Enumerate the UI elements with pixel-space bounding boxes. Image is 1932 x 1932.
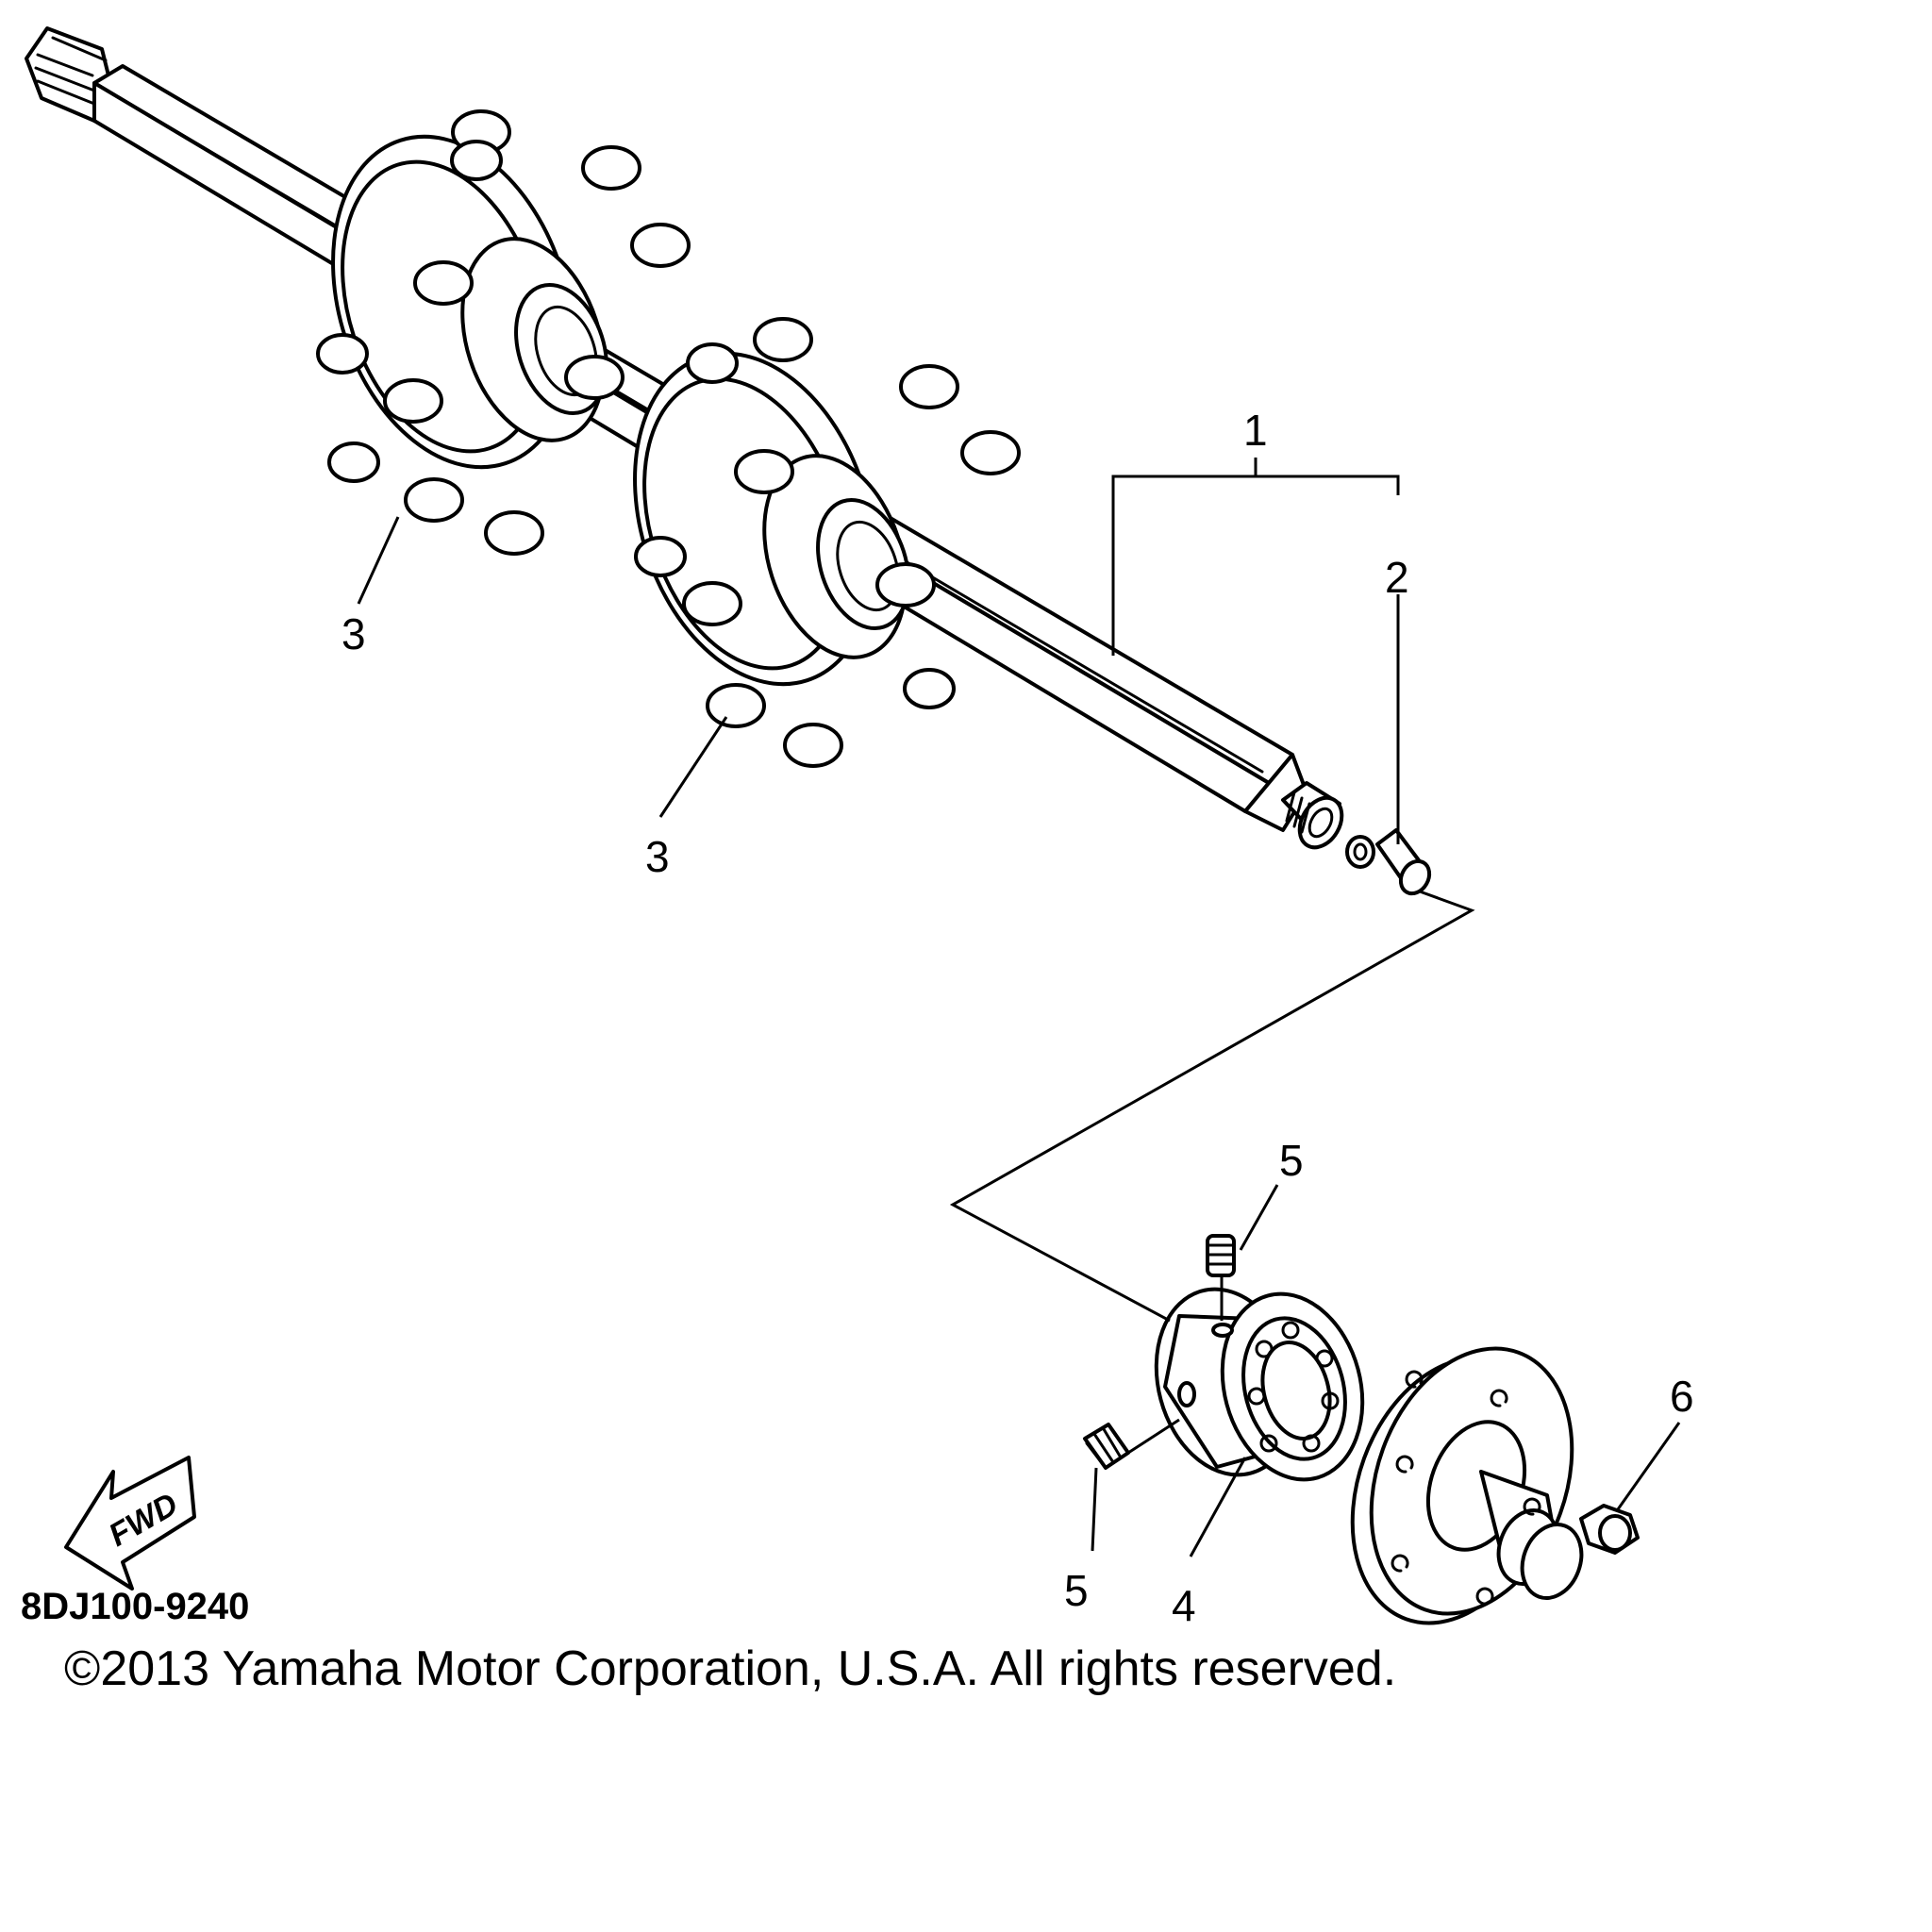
- fwd-arrow-icon: FWD: [64, 1456, 196, 1591]
- callout-3: 3: [645, 832, 670, 881]
- shaft-threaded-end: [1281, 781, 1344, 850]
- leader-lines: [357, 458, 1681, 1557]
- set-screw: [1083, 1423, 1130, 1470]
- callout-3: 3: [341, 609, 366, 658]
- shaft-end-washer: [1345, 835, 1375, 869]
- callout-6: 6: [1670, 1372, 1694, 1421]
- sprocket-wheel: [633, 317, 1021, 768]
- callout-5: 5: [1279, 1136, 1304, 1185]
- shaft-end-collar: [1375, 828, 1432, 896]
- callout-4: 4: [1172, 1581, 1196, 1630]
- diagram-code: 8DJ100-9240: [21, 1586, 249, 1627]
- nut: [1579, 1504, 1640, 1555]
- set-screw: [1206, 1234, 1236, 1277]
- callout-1: 1: [1243, 406, 1268, 455]
- sprocket-wheel: [316, 109, 691, 556]
- copyright-notice: ©2013 Yamaha Motor Corporation, U.S.A. A…: [64, 1641, 1396, 1696]
- bearing: [1154, 1287, 1365, 1482]
- hub-flange: [1350, 1346, 1584, 1625]
- callout-2: 2: [1385, 553, 1409, 602]
- callout-5: 5: [1064, 1566, 1089, 1615]
